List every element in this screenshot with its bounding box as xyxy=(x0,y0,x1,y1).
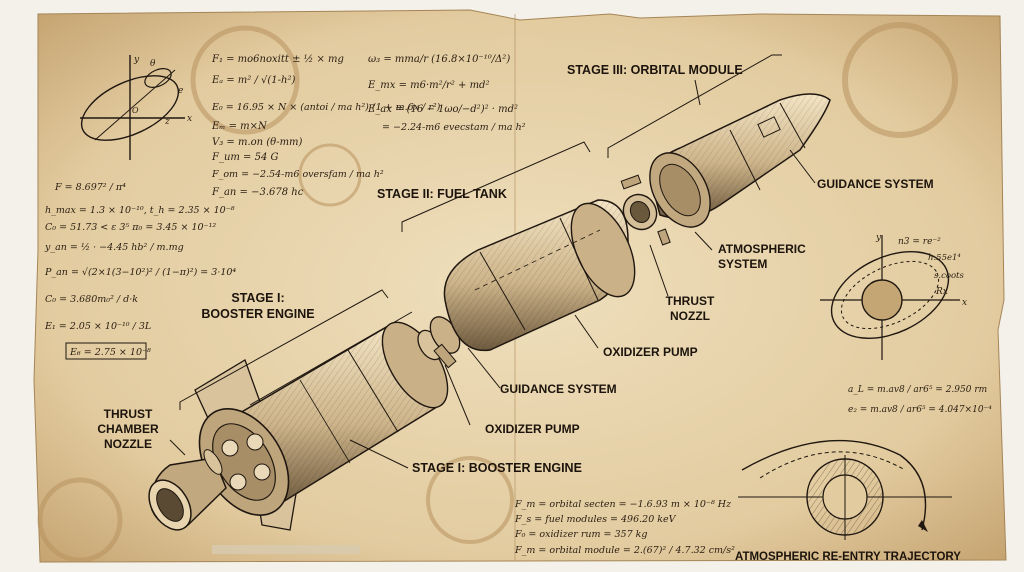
equation-line: Eₐ = m² / √(1-h²) xyxy=(211,75,295,86)
label-thrust-nozzl: THRUST xyxy=(666,294,715,308)
svg-text:x: x xyxy=(962,298,967,308)
planet-body xyxy=(861,279,903,321)
label-oxidizer-pump-mid: OXIDIZER PUMP xyxy=(485,422,580,436)
equation-line: = −2.24-m6 evecstam / ma h² xyxy=(382,122,526,133)
axes-ellipse-diagram: y θ e z x O xyxy=(80,55,192,160)
equations-top-center: F₁ = mo6noxitt ± ½ × mg Eₐ = m² / √(1-h²… xyxy=(211,54,441,198)
svg-text:Rx: Rx xyxy=(935,287,948,297)
reentry-trajectory-diagram xyxy=(738,439,952,540)
orbit-diagram: y x n3 = re⁻² h.55e1⁴ s.coots Rx xyxy=(820,233,967,360)
svg-text:h.55e1⁴: h.55e1⁴ xyxy=(928,253,961,263)
equation-line: E_mx = m6·m²/r² + md² xyxy=(367,80,489,91)
equation-line: E₁ = 2.05 × 10⁻¹⁰ / 3L xyxy=(44,321,151,332)
equation-line: P_an = √(2×1(3−10²)² / (1−π)²) = 3·10⁴ xyxy=(44,267,236,278)
stage2-fuel-tank xyxy=(443,199,636,352)
svg-text:y: y xyxy=(133,55,140,65)
label-thrust-nozzl-2: NOZZL xyxy=(670,309,710,323)
equation-line: F_um = 54 G xyxy=(211,152,279,163)
equation-line: F₀ = oxidizer rum = 357 kg xyxy=(514,529,647,540)
equation-line: e₂ = m.av8 / ar6⁵ = 4.047×10⁻⁴ xyxy=(848,405,992,415)
equation-line: E₆ = 2.75 × 10⁻⁸ xyxy=(69,347,151,358)
equation-line: Eₘ = m×N xyxy=(211,121,268,132)
equations-right-mid: a_L = m.av8 / ar6⁵ = 2.950 rm e₂ = m.av8… xyxy=(848,385,992,415)
label-stage1-top: STAGE I: xyxy=(231,291,284,305)
coffee-stains xyxy=(37,22,958,563)
equation-line: F_om = −2.54-m6 oversfam / ma h² xyxy=(211,169,384,180)
equation-line: C₀ = 3.680m₀² / d·k xyxy=(45,294,138,305)
equation-line: F₁ = mo6noxitt ± ½ × mg xyxy=(211,54,344,65)
label-oxidizer-pump-right: OXIDIZER PUMP xyxy=(603,345,698,359)
equation-line: F_s = fuel modules = 496.20 keV xyxy=(514,514,677,525)
equations-left: F = 8.697² / π⁴ h_max = 1.3 × 10⁻¹⁰, t_h… xyxy=(44,182,236,360)
interstage-coupler-2 xyxy=(620,174,671,246)
svg-text:s.coots: s.coots xyxy=(934,271,964,281)
equation-line: F_m = orbital module = 2.(67)² / 4.7.32 … xyxy=(514,545,735,556)
label-stage2: STAGE II: FUEL TANK xyxy=(377,187,507,201)
equation-line: C₀ = 51.73 < ε 3⁵ π₀ = 3.45 × 10⁻¹² xyxy=(45,222,216,233)
equation-line: E₀ = 16.95 × N × (antoi / ma h²) (1 + m.… xyxy=(211,102,441,113)
equation-line: y_an = ½ · −4.45 hb² / m.mg xyxy=(44,242,184,253)
stage1-booster xyxy=(148,311,449,531)
equation-line: E_ax = (16 − 1ωo/−d²)² · md² xyxy=(367,104,518,115)
svg-text:e: e xyxy=(178,86,183,96)
label-thrust-chamber-3: NOZZLE xyxy=(104,437,152,451)
label-guidance-right: GUIDANCE SYSTEM xyxy=(817,177,934,191)
label-atmospheric-2: SYSTEM xyxy=(718,257,767,271)
scribble-bar xyxy=(212,545,360,554)
label-guidance-mid: GUIDANCE SYSTEM xyxy=(500,382,617,396)
label-stage3: STAGE III: ORBITAL MODULE xyxy=(567,63,743,77)
label-thrust-chamber-2: CHAMBER xyxy=(97,422,159,436)
reentry-label: ATMOSPHERIC RE-ENTRY TRAJECTORY xyxy=(735,551,961,563)
equation-line: V₃ = m.on (θ-mm) xyxy=(212,137,303,148)
svg-text:z: z xyxy=(164,117,170,127)
equation-line: F_m = orbital secten = −1.6.93 m × 10⁻⁸ … xyxy=(514,499,732,510)
equations-top-right: ω₃ = mma/r (16.8×10⁻¹⁰/Δ²) E_mx = m6·m²/… xyxy=(367,54,526,133)
label-stage1-top-2: BOOSTER ENGINE xyxy=(201,307,314,321)
equation-line: a_L = m.av8 / ar6⁵ = 2.950 rm xyxy=(848,385,987,395)
equations-bottom-center: F_m = orbital secten = −1.6.93 m × 10⁻⁸ … xyxy=(514,499,735,556)
label-thrust-chamber: THRUST xyxy=(104,407,153,421)
label-stage1-bottom: STAGE I: BOOSTER ENGINE xyxy=(412,461,582,475)
svg-text:O: O xyxy=(132,106,139,115)
leader-lines xyxy=(169,54,816,469)
equation-line: F_an = −3.678 hc xyxy=(211,187,304,198)
svg-text:y: y xyxy=(875,233,882,243)
label-atmospheric: ATMOSPHERIC xyxy=(718,242,806,256)
equation-line: h_max = 1.3 × 10⁻¹⁰, t_h = 2.35 × 10⁻⁸ xyxy=(45,205,235,216)
svg-text:θ: θ xyxy=(150,59,156,69)
svg-text:n3 = re⁻²: n3 = re⁻² xyxy=(898,237,941,247)
equation-line: ω₃ = mma/r (16.8×10⁻¹⁰/Δ²) xyxy=(368,54,510,65)
equation-line: F = 8.697² / π⁴ xyxy=(54,182,126,193)
stage3-orbital-module xyxy=(649,93,831,228)
svg-text:x: x xyxy=(187,114,192,124)
boxed-equation-frame xyxy=(65,342,147,360)
